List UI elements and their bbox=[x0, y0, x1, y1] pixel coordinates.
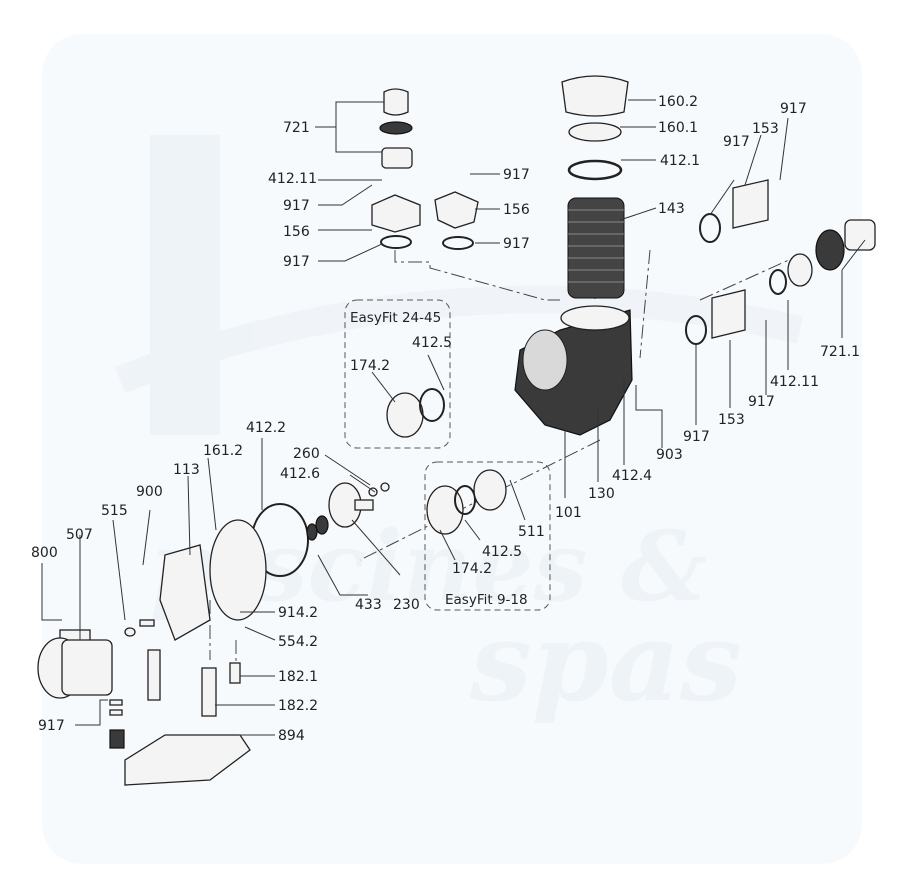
top-connector-right bbox=[434, 191, 479, 250]
part-label-260: 260 bbox=[293, 446, 320, 462]
part-label-130: 130 bbox=[588, 486, 615, 502]
part-label-433: 433 bbox=[355, 597, 382, 613]
part-label-917: 917 bbox=[503, 167, 530, 183]
part-label-412-1: 412.1 bbox=[660, 153, 700, 169]
part-label-515: 515 bbox=[101, 503, 128, 519]
part-label-914-2: 914.2 bbox=[278, 605, 318, 621]
part-label-917: 917 bbox=[283, 254, 310, 270]
group-label-easyfit-9-18: EasyFit 9-18 bbox=[445, 592, 528, 608]
part-label-160-2: 160.2 bbox=[658, 94, 698, 110]
part-label-230: 230 bbox=[393, 597, 420, 613]
part-label-721-1: 721.1 bbox=[820, 344, 860, 360]
pump-housing bbox=[514, 305, 633, 436]
part-label-412-2: 412.2 bbox=[246, 420, 286, 436]
part-label-894: 894 bbox=[278, 728, 305, 744]
part-label-412-6: 412.6 bbox=[280, 466, 320, 482]
part-label-721: 721 bbox=[283, 120, 310, 136]
part-label-554-2: 554.2 bbox=[278, 634, 318, 650]
seal-impeller-parts bbox=[251, 482, 390, 577]
part-label-412-4: 412.4 bbox=[612, 468, 652, 484]
part-labels: 721 412.11 917 156 917 917 156 917 160.2 160.1 412… bbox=[31, 94, 860, 744]
part-label-412-5: 412.5 bbox=[482, 544, 522, 560]
part-label-156: 156 bbox=[283, 224, 310, 240]
easyfit-9-18-box bbox=[424, 461, 551, 611]
backplate-and-motor bbox=[37, 519, 267, 786]
part-label-182-2: 182.2 bbox=[278, 698, 318, 714]
impeller-group-upper bbox=[386, 388, 445, 438]
leader-lines bbox=[41, 99, 866, 736]
watermark-panel bbox=[42, 34, 862, 864]
part-label-917: 917 bbox=[38, 718, 65, 734]
part-label-101: 101 bbox=[555, 505, 582, 521]
part-label-903: 903 bbox=[656, 447, 683, 463]
part-label-917: 917 bbox=[283, 198, 310, 214]
part-label-412-5: 412.5 bbox=[412, 335, 452, 351]
lid-assembly bbox=[561, 75, 629, 299]
part-label-161-2: 161.2 bbox=[203, 443, 243, 459]
part-label-174-2: 174.2 bbox=[452, 561, 492, 577]
part-label-153: 153 bbox=[718, 412, 745, 428]
part-label-507: 507 bbox=[66, 527, 93, 543]
part-label-174-2: 174.2 bbox=[350, 358, 390, 374]
part-label-153: 153 bbox=[752, 121, 779, 137]
group-label-easyfit-24-45: EasyFit 24-45 bbox=[350, 310, 441, 326]
part-label-511: 511 bbox=[518, 524, 545, 540]
part-label-143: 143 bbox=[658, 201, 685, 217]
part-label-160-1: 160.1 bbox=[658, 120, 698, 136]
part-label-917: 917 bbox=[503, 236, 530, 252]
side-connectors bbox=[685, 179, 876, 345]
part-label-917: 917 bbox=[683, 429, 710, 445]
part-label-917: 917 bbox=[748, 394, 775, 410]
watermark-line2: spas bbox=[469, 597, 742, 726]
top-connector-left bbox=[371, 88, 421, 249]
part-label-113: 113 bbox=[173, 462, 200, 478]
easyfit-24-45-box bbox=[344, 299, 451, 449]
part-label-156: 156 bbox=[503, 202, 530, 218]
part-label-900: 900 bbox=[136, 484, 163, 500]
part-label-182-1: 182.1 bbox=[278, 669, 318, 685]
part-label-917: 917 bbox=[780, 101, 807, 117]
part-label-412-11: 412.11 bbox=[268, 171, 317, 187]
part-label-412-11: 412.11 bbox=[770, 374, 819, 390]
impeller-group-lower bbox=[426, 469, 507, 535]
part-label-917: 917 bbox=[723, 134, 750, 150]
part-label-800: 800 bbox=[31, 545, 58, 561]
